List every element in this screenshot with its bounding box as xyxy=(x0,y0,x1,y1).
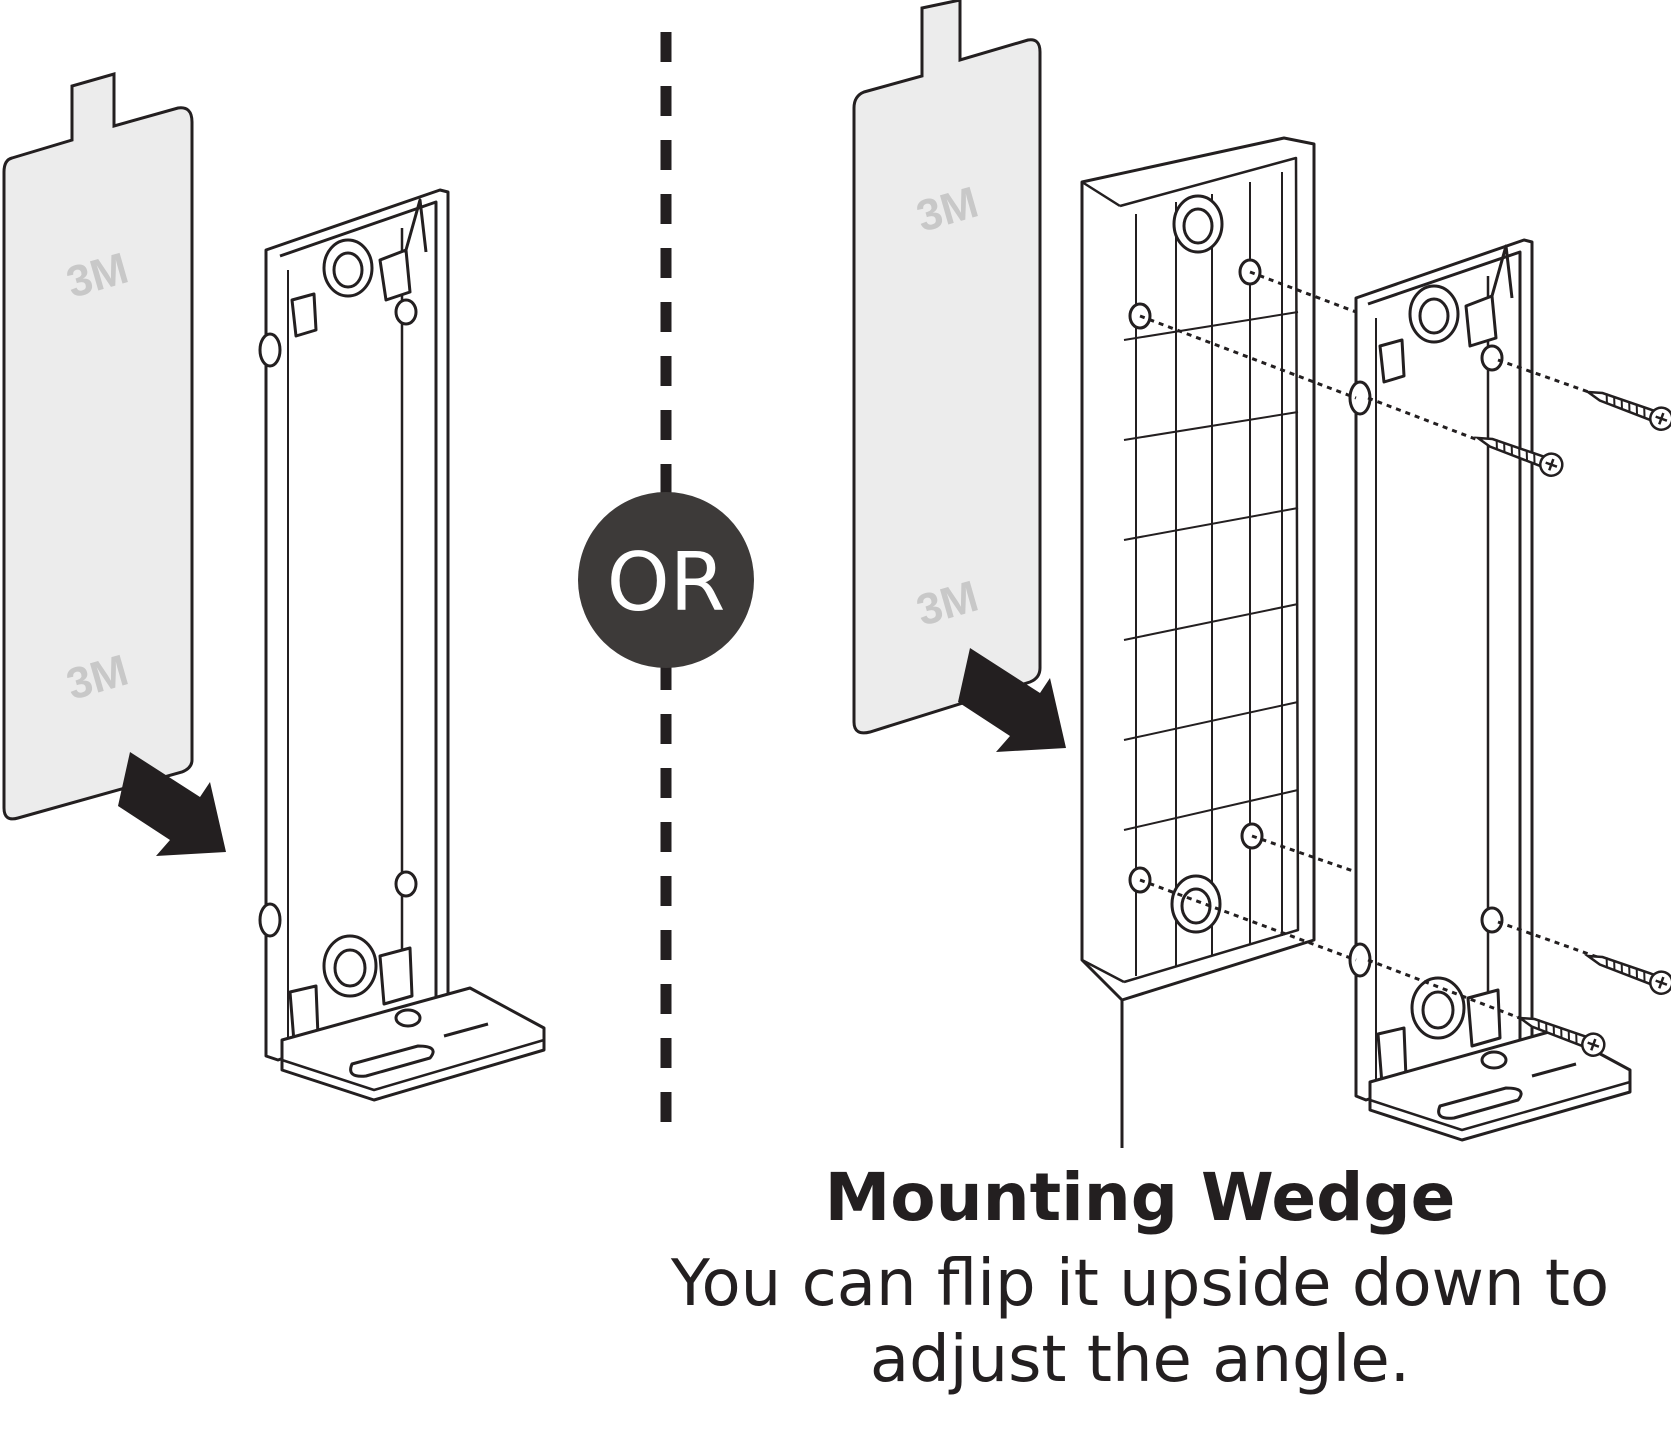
right-adhesive-pad: 3M 3M xyxy=(852,0,1042,735)
or-label: OR xyxy=(607,536,726,629)
wedge-callout-note-line2: adjust the angle. xyxy=(869,1323,1411,1397)
wedge-callout-note-line1: You can flip it upside down to xyxy=(670,1247,1610,1321)
left-mounting-bracket xyxy=(258,188,546,1102)
left-adhesive-pad: 3M 3M xyxy=(2,72,194,821)
wedge-callout-title: Mounting Wedge xyxy=(824,1159,1456,1236)
separator: OR xyxy=(578,32,754,1128)
screw-icon xyxy=(1582,944,1671,999)
right-mounting-bracket xyxy=(1348,238,1632,1142)
mounting-wedge xyxy=(1080,136,1316,1148)
wedge-callout-note: You can flip it upside down to adjust th… xyxy=(620,1246,1660,1398)
or-badge xyxy=(578,492,754,668)
alignment-lines xyxy=(1139,270,1601,1024)
screw-icon xyxy=(1582,380,1671,435)
